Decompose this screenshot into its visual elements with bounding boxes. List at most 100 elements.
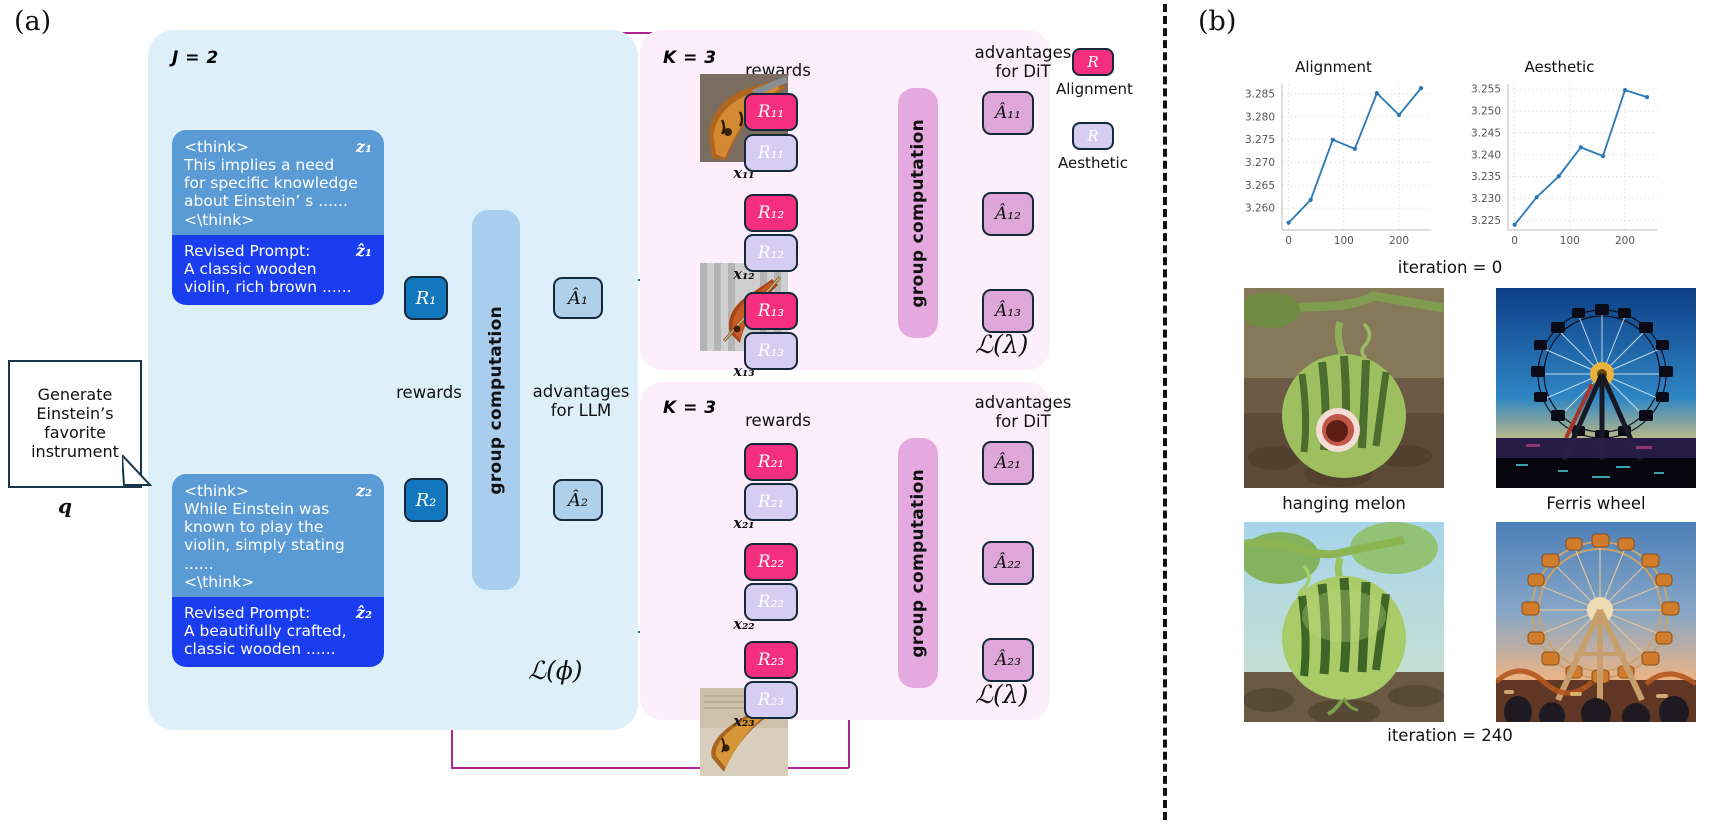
- svg-text:3.280: 3.280: [1245, 111, 1275, 123]
- svg-text:3.230: 3.230: [1471, 193, 1501, 205]
- svg-text:200: 200: [1389, 235, 1409, 247]
- think-symbol-2: z₂: [355, 481, 372, 500]
- think-box-2: z₂ <think> While Einstein was known to p…: [172, 474, 384, 597]
- dit-1-advantages-line1: advantages: [974, 43, 1072, 62]
- svg-text:3.245: 3.245: [1471, 127, 1501, 139]
- svg-text:100: 100: [1334, 235, 1354, 247]
- revised-symbol-2: ẑ₂: [355, 602, 372, 622]
- dit-1-loss-label: ℒ(λ): [975, 330, 1029, 359]
- result-image-melon-iter240: [1244, 522, 1444, 722]
- llm-rewards-label: rewards: [396, 383, 462, 402]
- dit-1-advantages-label: advantages for DiT: [968, 43, 1078, 82]
- advantage-23: Â₂₃: [982, 638, 1034, 682]
- dit-1-group-computation-bar: group computation: [898, 88, 938, 338]
- dit-group-panel-2: [640, 382, 1050, 720]
- legend-alignment: R Alignment: [1056, 48, 1133, 98]
- revised-box-2: ẑ₂ Revised Prompt: A beautifully crafted…: [172, 596, 384, 668]
- svg-text:3.275: 3.275: [1245, 134, 1275, 146]
- reward-aesthetic-11: R₁₁: [744, 134, 798, 172]
- reward-alignment-23: R₂₃: [744, 641, 798, 679]
- revised-header-2: Revised Prompt:: [184, 603, 311, 622]
- svg-text:3.225: 3.225: [1471, 215, 1501, 227]
- legend-aesthetic-label: Aesthetic: [1058, 154, 1128, 172]
- svg-text:3.240: 3.240: [1471, 149, 1501, 161]
- svg-text:3.235: 3.235: [1471, 171, 1501, 183]
- svg-text:3.285: 3.285: [1245, 89, 1275, 101]
- llm-advantage-node-1: Â₁: [553, 277, 603, 319]
- llm-reward-node-1: R₁: [404, 276, 448, 320]
- panel-a-label: (a): [14, 6, 52, 37]
- reward-alignment-22: R₂₂: [744, 543, 798, 581]
- reward-alignment-21: R₂₁: [744, 443, 798, 481]
- llm-group-computation-bar: group computation: [472, 210, 520, 590]
- prompt-symbol: q: [58, 494, 72, 518]
- llm-advantages-line1: advantages: [532, 382, 630, 401]
- llm-reward-node-2: R₂: [404, 478, 448, 522]
- llm-group-computation-label: group computation: [486, 305, 506, 495]
- revised-symbol-1: ẑ₁: [355, 240, 372, 260]
- revised-text-2: A beautifully crafted, classic wooden ..…: [184, 621, 347, 658]
- dit-2-group-computation-label: group computation: [908, 468, 928, 658]
- svg-text:3.260: 3.260: [1245, 203, 1275, 215]
- reward-aesthetic-21: R₂₁: [744, 483, 798, 521]
- dit-2-rewards-label: rewards: [745, 411, 811, 430]
- dit-2-advantages-label: advantages for DiT: [968, 393, 1078, 432]
- think-open-tag-2: <think>: [184, 482, 249, 500]
- think-text-1: This implies a need for specific knowled…: [184, 156, 358, 211]
- panel-divider: [1163, 4, 1167, 820]
- legend-alignment-label: Alignment: [1056, 80, 1133, 98]
- svg-text:3.265: 3.265: [1245, 180, 1275, 192]
- revised-header-1: Revised Prompt:: [184, 241, 311, 260]
- reward-alignment-11: R₁₁: [744, 93, 798, 131]
- svg-text:100: 100: [1560, 235, 1580, 247]
- result-image-ferris-iter0: [1496, 288, 1696, 488]
- llm-advantages-label: advantages for LLM: [528, 382, 634, 421]
- reward-alignment-13: R₁₃: [744, 292, 798, 330]
- dit-2-advantages-line1: advantages: [974, 393, 1072, 412]
- iteration-bottom-label: iteration = 240: [1387, 726, 1513, 745]
- legend-aesthetic: R Aesthetic: [1058, 122, 1130, 172]
- dit-2-loss-label: ℒ(λ): [975, 680, 1029, 709]
- prompt-callout: Generate Einstein’s favorite instrument: [8, 360, 142, 488]
- llm-sample-1: z₁ <think> This implies a need for speci…: [172, 130, 384, 305]
- svg-text:3.270: 3.270: [1245, 157, 1275, 169]
- chart-aesthetic-title: Aesthetic: [1524, 58, 1595, 76]
- advantage-22: Â₂₂: [982, 541, 1034, 585]
- svg-text:3.255: 3.255: [1471, 84, 1501, 96]
- advantage-12: Â₁₂: [982, 192, 1034, 236]
- result-image-melon-iter0: [1244, 288, 1444, 488]
- think-open-tag-1: <think>: [184, 138, 249, 156]
- llm-advantage-node-2: Â₂: [553, 479, 603, 521]
- think-close-tag-1: <\think>: [184, 210, 255, 229]
- legend-alignment-chip: R: [1072, 48, 1114, 76]
- dit-1-group-computation-label: group computation: [908, 118, 928, 308]
- think-symbol-1: z₁: [355, 137, 372, 156]
- reward-alignment-12: R₁₂: [744, 194, 798, 232]
- dit-2-group-computation-bar: group computation: [898, 438, 938, 688]
- result-image-ferris-iter240: [1496, 522, 1696, 722]
- think-text-2: While Einstein was known to play the vio…: [184, 500, 345, 573]
- svg-text:200: 200: [1615, 235, 1635, 247]
- revised-box-1: ẑ₁ Revised Prompt: A classic wooden viol…: [172, 234, 384, 305]
- think-box-1: z₁ <think> This implies a need for speci…: [172, 130, 384, 235]
- dit-1-group-size-label: K = 3: [663, 48, 717, 68]
- llm-loss-label: ℒ(ϕ): [528, 656, 583, 685]
- dit-2-group-size-label: K = 3: [663, 398, 717, 418]
- svg-text:0: 0: [1285, 235, 1292, 247]
- prompt-text: Generate Einstein’s favorite instrument: [31, 385, 119, 461]
- chart-alignment-plot: 3.260 3.265 3.270 3.275 3.280 3.285 0 100 200: [1245, 84, 1431, 247]
- legend-aesthetic-chip: R: [1072, 122, 1114, 150]
- svg-text:0: 0: [1511, 235, 1518, 247]
- llm-group-size-label: J = 2: [172, 48, 219, 68]
- reward-aesthetic-12: R₁₂: [744, 234, 798, 272]
- advantage-11: Â₁₁: [982, 91, 1034, 135]
- result-caption-ferris: Ferris wheel: [1546, 494, 1646, 513]
- callout-tail-icon: [122, 455, 152, 486]
- advantage-13: Â₁₃: [982, 289, 1034, 333]
- iteration-top-label: iteration = 0: [1397, 258, 1503, 277]
- chart-alignment: Alignment 3.260 3.265 3.270 3.275 3.280 3.285…: [1226, 58, 1441, 258]
- llm-sample-2: z₂ <think> While Einstein was known to p…: [172, 474, 384, 668]
- chart-alignment-title: Alignment: [1295, 58, 1372, 76]
